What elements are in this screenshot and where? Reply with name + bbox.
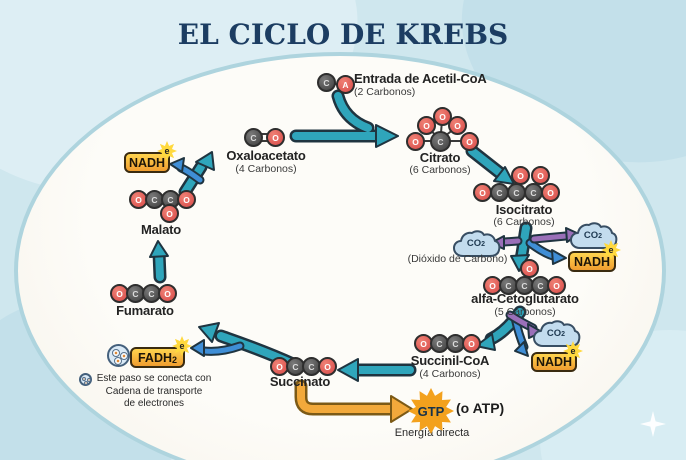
carbons-succinil-coa: (4 Carbonos) — [419, 368, 481, 380]
atom-o: O — [433, 107, 452, 126]
atom-o: O — [417, 116, 436, 135]
atom-o: O — [318, 357, 337, 376]
nadh-badge-1: NADH — [124, 152, 170, 173]
co2-label: CO2 — [583, 230, 603, 241]
nadh-badge-2: NADH — [568, 251, 616, 272]
label-acetil-coa: Entrada de Acetil-CoA — [354, 71, 487, 86]
note-line: de electrones — [123, 398, 185, 409]
atom-c: C — [317, 73, 336, 92]
atom-o: O — [531, 166, 550, 185]
electron-star-icon: e — [563, 341, 583, 361]
atom-o: O — [448, 116, 467, 135]
label-isocitrato: Isocitrato — [495, 202, 553, 217]
atom-o: O — [160, 204, 179, 223]
note-line: Este paso se conecta con — [96, 373, 212, 384]
atom-c: C — [244, 128, 263, 147]
label-alfa-cetoglutarato: alfa-Cetoglutarato — [471, 291, 579, 306]
atom-c: C — [430, 131, 451, 152]
label-succinil-coa: Succinil-CoA — [410, 353, 490, 368]
co2-label: CO2 — [466, 238, 486, 249]
carbons-acetil-coa: (2 Carbonos) — [354, 86, 416, 98]
label-oxaloacetato: Oxaloacetato — [226, 148, 306, 163]
atom-o: O — [541, 183, 560, 202]
atom-o: O — [547, 276, 566, 295]
atom-o: O — [177, 190, 196, 209]
co2-cloud — [453, 222, 618, 347]
atom-o: O — [460, 132, 479, 151]
electron-star-icon: e — [172, 336, 192, 356]
atom-o: O — [158, 284, 177, 303]
carbons-oxaloacetato: (4 Carbonos) — [235, 163, 297, 175]
gtp-alt-label: (o ATP) — [456, 400, 505, 416]
label-citrato: Citrato — [419, 150, 461, 165]
atom-c: C — [286, 357, 305, 376]
label-succinato: Succinato — [269, 374, 331, 389]
electron-star-icon: e — [601, 240, 621, 260]
electron-carrier-icon — [79, 373, 92, 386]
atom-o: O — [406, 132, 425, 151]
carbons-alfa-cetoglutarato: (5 Carbonos) — [494, 306, 556, 318]
label-fumarato: Fumarato — [116, 303, 174, 318]
carbons-isocitrato: (6 Carbonos) — [493, 216, 555, 228]
atom-o: O — [462, 334, 481, 353]
atom-o: O — [266, 128, 285, 147]
label-malato: Malato — [141, 222, 181, 237]
co2-caption: (Dióxido de Carbono) — [407, 253, 508, 265]
energy-caption: Energía directa — [394, 427, 470, 439]
nadh-badge-3: NADH — [531, 352, 577, 372]
co2-label: CO2 — [546, 328, 566, 339]
electron-carrier-icon — [107, 344, 130, 367]
electron-star-icon: e — [157, 141, 177, 161]
atom-a: A — [336, 75, 355, 94]
carbons-citrato: (6 Carbonos) — [409, 164, 471, 176]
page-title: EL CICLO DE KREBS — [177, 18, 509, 51]
note-line: Cadena de transporte — [105, 385, 203, 397]
electron-transport-note: Este paso se conecta con Cadena de trans… — [88, 373, 220, 411]
atom-o: O — [511, 166, 530, 185]
